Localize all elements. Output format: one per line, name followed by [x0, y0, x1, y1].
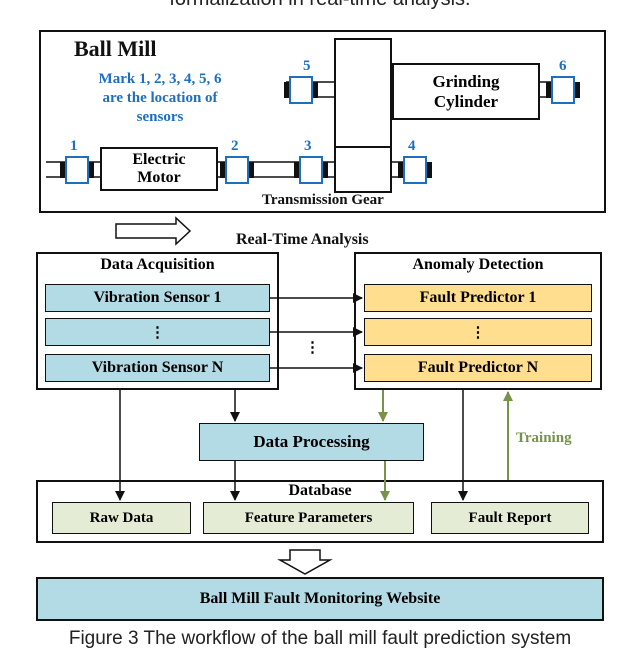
sensor-number-4: 4 [408, 138, 416, 154]
sensor-number-1: 1 [70, 138, 78, 154]
middle-ellipsis: ⋮ [305, 340, 320, 356]
feature-parameters-box: Feature Parameters [203, 502, 414, 534]
vibration-sensor-ellipsis: ⋮ [45, 318, 270, 346]
data-processing-box: Data Processing [199, 423, 424, 461]
sensor-note-line3: sensors [136, 109, 184, 125]
top-caption: formalization in real-time analysis. [0, 0, 640, 11]
hollow-arrow-bottom [277, 549, 333, 575]
sensor-note-line2: are the location of [102, 90, 218, 106]
monitoring-website-box: Ball Mill Fault Monitoring Website [36, 577, 604, 621]
fault-predictor-ellipsis: ⋮ [364, 318, 592, 346]
database-title: Database [288, 482, 352, 499]
sensor-note-line1: Mark 1, 2, 3, 4, 5, 6 [98, 71, 222, 87]
electric-motor: Electric Motor [100, 147, 218, 191]
sensor-number-3: 3 [304, 138, 312, 154]
raw-data-box: Raw Data [52, 502, 191, 534]
fault-report-box: Fault Report [431, 502, 589, 534]
grinding-line1: Grinding [432, 71, 500, 91]
data-acquisition-title: Data Acquisition [100, 256, 215, 273]
grinding-cylinder: Grinding Cylinder [392, 63, 540, 120]
gear-divider [334, 146, 392, 148]
motor-line1: Electric [132, 151, 186, 168]
sensor-note: Mark 1, 2, 3, 4, 5, 6 are the location o… [50, 70, 270, 127]
transmission-gear-housing [334, 38, 392, 193]
grinding-line2: Cylinder [433, 91, 499, 111]
sensor-number-6: 6 [559, 58, 567, 74]
training-label: Training [516, 430, 572, 446]
anomaly-detection-title: Anomaly Detection [412, 256, 544, 273]
hollow-arrow-top [115, 216, 192, 246]
sensor-5 [284, 76, 318, 104]
sensor-3 [294, 156, 328, 184]
sensor-number-2: 2 [231, 138, 239, 154]
sensor-1 [60, 156, 94, 184]
sensor-number-5: 5 [303, 58, 311, 74]
vibration-sensor-1: Vibration Sensor 1 [45, 284, 270, 312]
sensor-2 [220, 156, 254, 184]
sensor-4 [398, 156, 432, 184]
motor-line2: Motor [137, 169, 181, 186]
figure-caption: Figure 3 The workflow of the ball mill f… [68, 628, 572, 649]
vibration-sensor-n: Vibration Sensor N [45, 354, 270, 382]
realtime-analysis-label: Real-Time Analysis [236, 231, 369, 248]
fault-predictor-n: Fault Predictor N [364, 354, 592, 382]
transmission-gear-label: Transmission Gear [262, 192, 384, 208]
ball-mill-title: Ball Mill [74, 36, 157, 61]
sensor-6 [546, 76, 580, 104]
fault-predictor-1: Fault Predictor 1 [364, 284, 592, 312]
